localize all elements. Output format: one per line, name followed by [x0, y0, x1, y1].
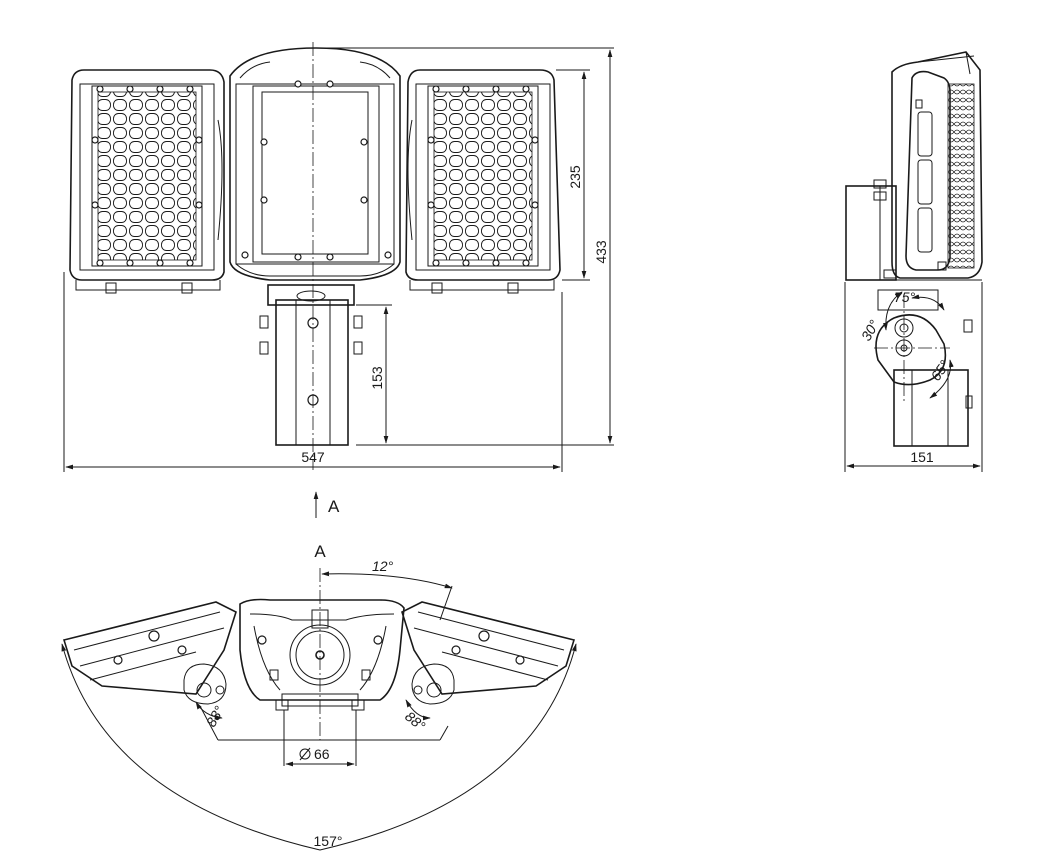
front-dimensions: 235 433 153 547 [63, 47, 614, 472]
view-arrow-a: A [313, 491, 340, 518]
side-view: 75° 30° 65° 151 [844, 51, 983, 472]
plan-left-arm: 88° [62, 601, 237, 730]
right-panel-bolts [427, 85, 539, 267]
view-arrow-label: A [328, 497, 340, 516]
right-led-panel [405, 69, 561, 294]
mounting-bracket [259, 284, 363, 446]
angle-side-top: 75° [894, 289, 916, 305]
plan-center-housing [239, 598, 405, 711]
angle-plan-top: 12° [372, 558, 394, 574]
dim-pipe-diameter: 66 [314, 746, 330, 762]
front-view: 235 433 153 547 A [63, 42, 614, 518]
plan-right-arm: 88° [401, 601, 576, 734]
dim-total-width: 547 [301, 449, 325, 465]
plan-view-a: A 88° 8 [61, 542, 577, 851]
angle-plan-spread: 157° [314, 833, 343, 849]
view-title: A [314, 542, 326, 561]
angle-side-left: 30° [858, 317, 883, 344]
center-housing [229, 47, 401, 281]
dim-panel-height: 235 [567, 165, 583, 189]
angle-plan-right: 88° [402, 708, 429, 734]
left-led-panel [69, 69, 225, 294]
angle-plan-left: 88° [203, 703, 228, 730]
dim-side-depth: 151 [910, 449, 934, 465]
dim-bracket-height: 153 [369, 366, 385, 390]
dim-total-height: 433 [593, 240, 609, 264]
center-bolts [241, 80, 392, 261]
left-panel-bolts [91, 85, 203, 267]
